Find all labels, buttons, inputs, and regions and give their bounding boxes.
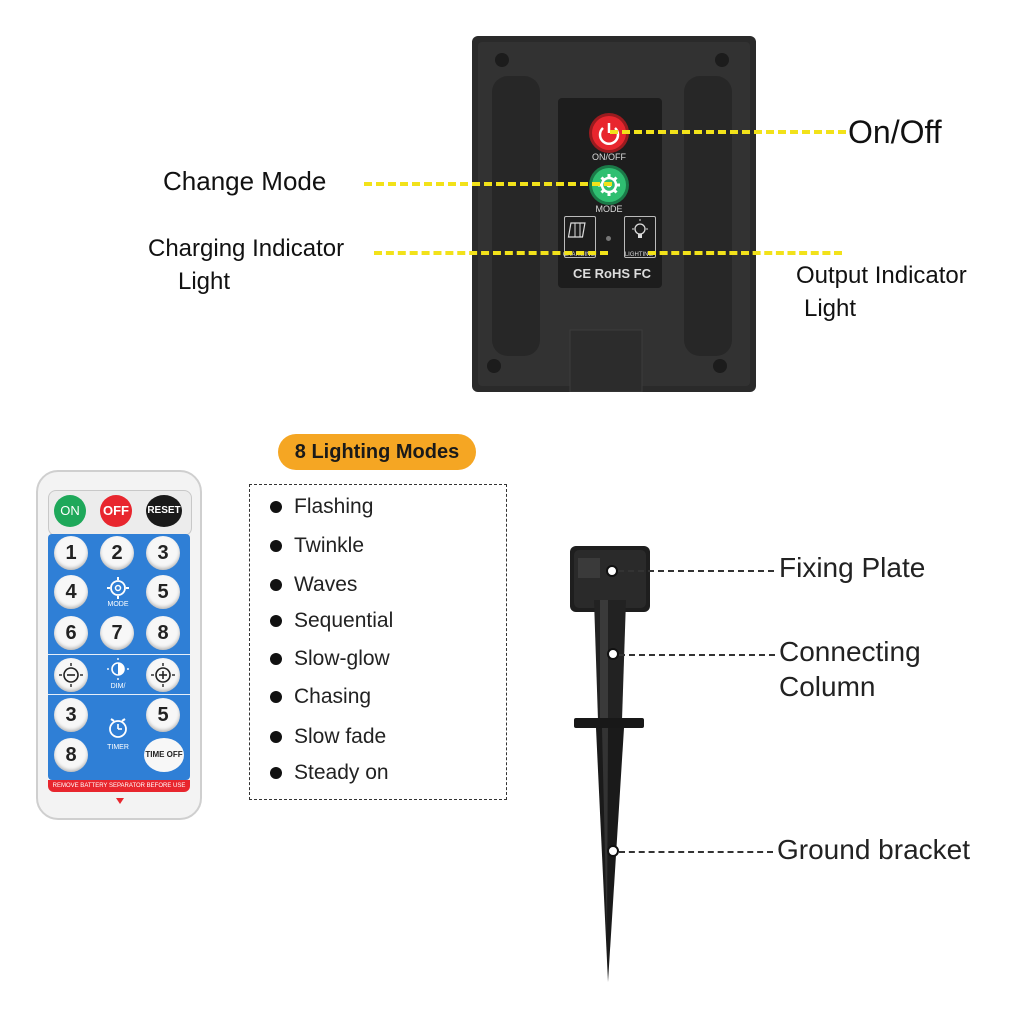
remote-key-3[interactable]: 3 bbox=[146, 536, 180, 570]
remote-control: ON OFF RESET 1 2 3 4 MODE 5 6 7 8 bbox=[36, 470, 202, 820]
remote-divider bbox=[48, 654, 190, 655]
remote-timer-3-button[interactable]: 3 bbox=[54, 698, 88, 732]
brightness-up-icon bbox=[151, 663, 175, 687]
remote-key-4[interactable]: 4 bbox=[54, 575, 88, 609]
on-off-callout: On/Off bbox=[848, 114, 942, 150]
lighting-modes-list: Flashing Twinkle Waves Sequential Slow-g… bbox=[249, 484, 507, 800]
brightness-down-icon bbox=[59, 663, 83, 687]
remote-key-8[interactable]: 8 bbox=[146, 616, 180, 650]
list-item: Twinkle bbox=[270, 534, 364, 558]
bullet-icon bbox=[270, 540, 282, 552]
bullet-icon bbox=[270, 731, 282, 743]
remote-reset-button[interactable]: RESET bbox=[146, 495, 182, 527]
ground-stake bbox=[560, 540, 660, 990]
lighting-label: LIGHTING bbox=[624, 252, 654, 258]
certification-marks: CE RoHS FC bbox=[573, 266, 651, 281]
controller-body-graphic bbox=[472, 36, 756, 393]
remote-key-7[interactable]: 7 bbox=[100, 616, 134, 650]
remote-mode-button[interactable] bbox=[100, 574, 136, 614]
fixing-plate-callout: Fixing Plate bbox=[779, 552, 926, 583]
charging-callout-line2: Light bbox=[178, 268, 231, 295]
bullet-icon bbox=[270, 767, 282, 779]
bulb-icon bbox=[632, 219, 648, 238]
mode-label: MODE bbox=[595, 204, 623, 214]
ground-bracket-leader-line bbox=[619, 851, 773, 853]
bullet-icon bbox=[270, 615, 282, 627]
remote-on-button[interactable]: ON bbox=[54, 495, 86, 527]
connecting-column-callout-line1: Connecting bbox=[779, 636, 921, 667]
remote-dim-label: DIM/ bbox=[110, 683, 126, 690]
indicator-led bbox=[606, 236, 611, 241]
list-item: Steady on bbox=[270, 761, 389, 785]
remote-dim-up-button[interactable] bbox=[146, 658, 180, 692]
mode-button[interactable] bbox=[592, 168, 626, 202]
output-callout-line1: Output Indicator bbox=[796, 262, 967, 289]
on-off-leader-line bbox=[610, 130, 846, 134]
remote-key-6[interactable]: 6 bbox=[54, 616, 88, 650]
remote-off-button[interactable]: OFF bbox=[100, 495, 132, 527]
list-item: Slow fade bbox=[270, 725, 386, 749]
remote-battery-arrow-icon bbox=[116, 798, 124, 804]
change-mode-callout: Change Mode bbox=[163, 166, 327, 196]
remote-dim-icon bbox=[102, 656, 134, 684]
remote-key-2[interactable]: 2 bbox=[100, 536, 134, 570]
list-item: Flashing bbox=[270, 495, 373, 519]
remote-key-5[interactable]: 5 bbox=[146, 575, 180, 609]
change-mode-leader-line bbox=[364, 182, 612, 186]
gear-icon bbox=[107, 577, 129, 599]
bullet-icon bbox=[270, 653, 282, 665]
remote-dim-down-button[interactable] bbox=[54, 658, 88, 692]
connecting-column-leader-line bbox=[619, 654, 775, 656]
output-leader-line bbox=[648, 251, 842, 255]
charging-leader-line bbox=[374, 251, 608, 255]
charging-label: CHARGING bbox=[562, 252, 596, 258]
bullet-icon bbox=[270, 691, 282, 703]
list-item: Sequential bbox=[270, 609, 393, 633]
fixing-plate-marker bbox=[606, 565, 618, 577]
remote-timer-label: TIMER bbox=[107, 744, 129, 751]
alarm-clock-icon bbox=[109, 718, 127, 738]
lighting-modes-title: 8 Lighting Modes bbox=[278, 434, 476, 470]
ground-bracket-marker bbox=[607, 845, 619, 857]
ground-stake-graphic bbox=[570, 546, 650, 982]
fixing-plate-leader-line bbox=[618, 570, 774, 572]
output-callout-line2: Light bbox=[804, 295, 857, 322]
charging-indicator bbox=[564, 216, 596, 258]
solar-panel-icon bbox=[567, 222, 586, 238]
connecting-column-callout-line2: Column bbox=[779, 671, 876, 702]
ground-bracket-callout: Ground bracket bbox=[777, 834, 970, 865]
remote-battery-notice: REMOVE BATTERY SEPARATOR BEFORE USE bbox=[48, 780, 190, 792]
remote-mode-label: MODE bbox=[107, 601, 129, 608]
connecting-column-marker bbox=[607, 648, 619, 660]
remote-divider bbox=[48, 694, 190, 695]
solar-controller-box: ON/OFF MODE CHARGING LIGHTING bbox=[472, 36, 756, 393]
bullet-icon bbox=[270, 501, 282, 513]
remote-timer-button[interactable] bbox=[102, 714, 134, 746]
list-item: Waves bbox=[270, 573, 357, 597]
list-item: Chasing bbox=[270, 685, 371, 709]
remote-timer-5-button[interactable]: 5 bbox=[146, 698, 180, 732]
lighting-indicator bbox=[624, 216, 656, 258]
bullet-icon bbox=[270, 579, 282, 591]
power-label: ON/OFF bbox=[592, 152, 626, 162]
list-item: Slow-glow bbox=[270, 647, 390, 671]
charging-callout-line1: Charging Indicator bbox=[148, 235, 345, 262]
remote-timer-8-button[interactable]: 8 bbox=[54, 738, 88, 772]
remote-time-off-button[interactable]: TIME OFF bbox=[144, 738, 184, 772]
remote-key-1[interactable]: 1 bbox=[54, 536, 88, 570]
half-sun-icon bbox=[107, 658, 129, 680]
